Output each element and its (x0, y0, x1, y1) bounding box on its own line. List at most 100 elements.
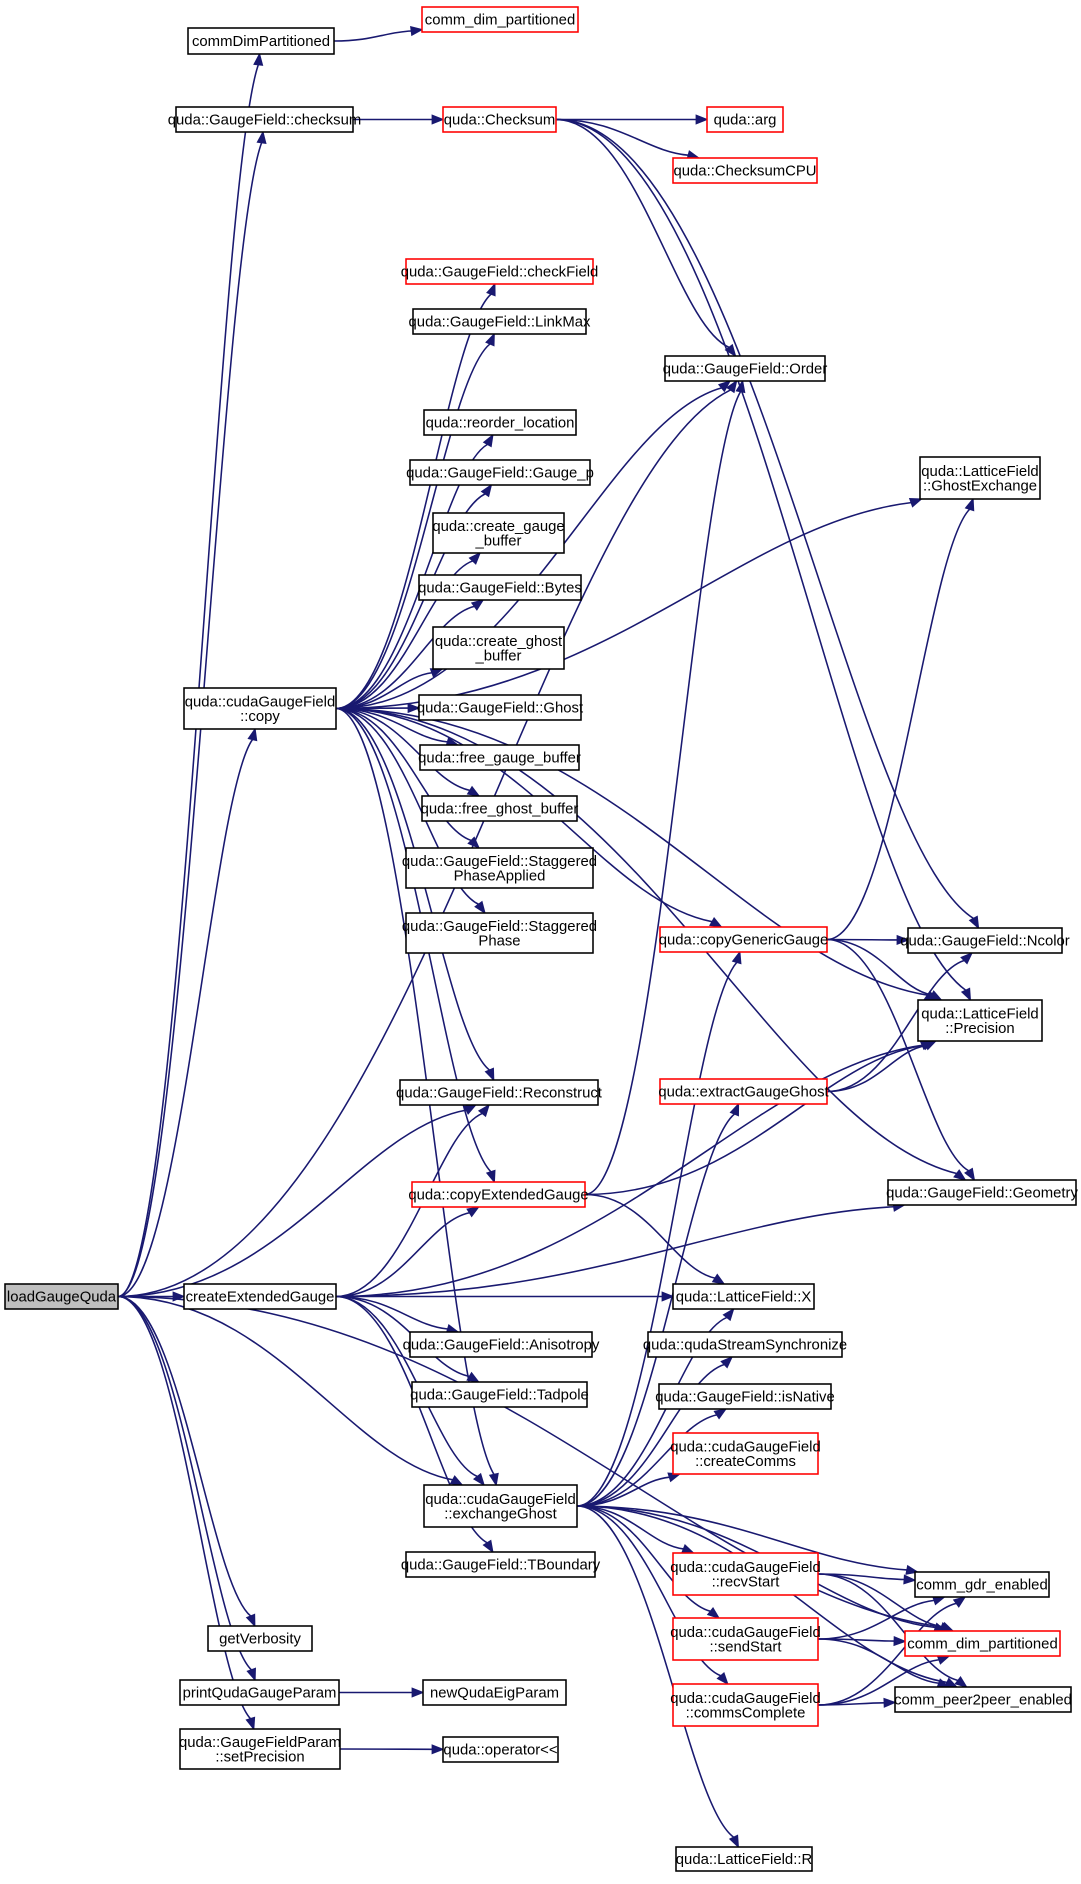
node-label: quda::LatticeField::R (676, 1852, 813, 1868)
arrowhead-createExtendedGauge-to-copyExtendedGauge (466, 1206, 480, 1218)
edge-exchangeGhost-to-sendStart (576, 1505, 711, 1613)
node-free_ghost_buffer[interactable]: quda::free_ghost_buffer (421, 795, 579, 822)
edge-copyGenericGauge-to-GhostExchange (826, 508, 971, 941)
node-Reconstruct[interactable]: quda::GaugeField::Reconstruct (396, 1079, 603, 1106)
edge-Checksum-to-ChecksumCPU (555, 118, 689, 156)
nodes-layer: loadGaugeQuda commDimPartitioned comm_dim_… (4, 6, 1078, 1872)
arrowhead-exchangeGhost-to-recvStart (680, 1544, 695, 1554)
edge-Checksum-to-Ncolor (555, 118, 974, 920)
edge-extractGaugeGhost-to-Precision (826, 1044, 927, 1093)
node-Anisotropy[interactable]: quda::GaugeField::Anisotropy (403, 1331, 600, 1358)
node-R[interactable]: quda::LatticeField::R (675, 1846, 813, 1872)
arrowhead-Checksum-to-Order (724, 343, 737, 358)
arrowhead-exchangeGhost-to-X (722, 1307, 735, 1322)
arrowhead-commsComplete-to-comm_gdr_enabled (952, 1596, 967, 1608)
edge-copy-to-create_ghost_buffer (335, 671, 433, 710)
node-Order[interactable]: quda::GaugeField::Order (663, 355, 828, 382)
edge-loadGaugeQuda-to-Order (117, 389, 731, 1298)
arrowhead-Checksum-to-Precision (960, 987, 972, 1002)
node-label: ::recvStart (712, 1574, 781, 1590)
arrowhead-exchangeGhost-to-R (728, 1834, 740, 1849)
arrowhead-copy-to-exchangeGhost (488, 1472, 499, 1487)
node-Ghost[interactable]: quda::GaugeField::Ghost (417, 694, 584, 721)
node-box (399, 1079, 599, 1106)
node-getVerbosity[interactable]: getVerbosity (207, 1625, 313, 1652)
node-box (672, 1617, 819, 1661)
node-LinkMax[interactable]: quda::GaugeField::LinkMax (409, 308, 591, 335)
edge-commsComplete-to-comm_dim_partitioned_bot (817, 1659, 940, 1706)
node-checkField[interactable]: quda::GaugeField::checkField (401, 258, 599, 285)
node-Precision[interactable]: quda::LatticeField::Precision (917, 999, 1043, 1042)
node-comm_peer2peer_enabled[interactable]: comm_peer2peer_enabled (894, 1686, 1072, 1713)
node-copyExtendedGauge[interactable]: quda::copyExtendedGauge (408, 1181, 589, 1208)
node-label: quda::GaugeField::Bytes (418, 581, 582, 597)
node-sendStart[interactable]: quda::cudaGaugeField::sendStart (670, 1617, 821, 1661)
node-TBoundary[interactable]: quda::GaugeField::TBoundary (401, 1551, 601, 1578)
node-recvStart[interactable]: quda::cudaGaugeField::recvStart (670, 1552, 821, 1596)
node-Bytes[interactable]: quda::GaugeField::Bytes (418, 574, 582, 601)
node-qudaStreamSynchronize[interactable]: quda::qudaStreamSynchronize (643, 1331, 847, 1358)
node-Checksum[interactable]: quda::Checksum (442, 106, 557, 133)
node-comm_dim_partitioned_bot[interactable]: comm_dim_partitioned (904, 1630, 1061, 1657)
node-commDimPartitioned[interactable]: commDimPartitioned (187, 27, 335, 55)
node-GhostExchange[interactable]: quda::LatticeField::GhostExchange (919, 456, 1041, 500)
arrowhead-exchangeGhost-to-qudaStreamSynchronize (720, 1355, 734, 1369)
node-label: quda::GaugeField::LinkMax (409, 315, 591, 331)
node-free_gauge_buffer[interactable]: quda::free_gauge_buffer (418, 744, 581, 771)
node-setPrecision[interactable]: quda::GaugeFieldParam::setPrecision (179, 1728, 341, 1770)
arrowhead-loadGaugeQuda-to-copy (247, 727, 258, 742)
node-Ncolor[interactable]: quda::GaugeField::Ncolor (900, 927, 1070, 954)
node-arg[interactable]: quda::arg (706, 106, 784, 133)
node-ChecksumCPU[interactable]: quda::ChecksumCPU (672, 157, 818, 184)
node-Gauge_p[interactable]: quda::GaugeField::Gauge_p (406, 459, 594, 486)
arrowhead-copy-to-GhostExchange (908, 498, 923, 508)
edge-recvStart-to-comm_dim_partitioned_bot (817, 1573, 944, 1628)
node-create_gauge_buffer[interactable]: quda::create_gauge_buffer (432, 512, 565, 554)
edge-loadGaugeQuda-to-comm_dim_partitioned_bot (117, 1295, 942, 1628)
node-box (405, 847, 594, 889)
arrowhead-recvStart-to-comm_gdr_enabled (903, 1574, 917, 1585)
node-box (919, 456, 1041, 500)
node-Geometry[interactable]: quda::GaugeField::Geometry (886, 1179, 1078, 1206)
node-create_ghost_buffer[interactable]: quda::create_ghost_buffer (432, 626, 565, 670)
node-loadGaugeQuda[interactable]: loadGaugeQuda (4, 1283, 119, 1310)
node-copy[interactable]: quda::cudaGaugeField::copy (183, 687, 337, 730)
node-operator_ll[interactable]: quda::operator<< (442, 1736, 559, 1763)
node-box (405, 258, 594, 285)
edge-sendStart-to-comm_gdr_enabled (817, 1599, 935, 1640)
node-box (917, 999, 1043, 1042)
node-X[interactable]: quda::LatticeField::X (672, 1283, 815, 1310)
node-createComms[interactable]: quda::cudaGaugeField::createComms (670, 1432, 821, 1475)
arrowhead-exchangeGhost-to-copyGenericGauge (731, 950, 742, 965)
node-newQudaEigParam[interactable]: newQudaEigParam (422, 1679, 567, 1706)
node-commsComplete[interactable]: quda::cudaGaugeField::commsComplete (670, 1683, 821, 1727)
node-reorder_location[interactable]: quda::reorder_location (423, 409, 577, 436)
node-comm_gdr_enabled[interactable]: comm_gdr_enabled (914, 1571, 1050, 1598)
node-copyGenericGauge[interactable]: quda::copyGenericGauge (659, 926, 829, 953)
edge-loadGaugeQuda-to-copy (117, 739, 254, 1298)
edge-copy-to-GhostExchange (335, 501, 912, 710)
node-printQudaGaugeParam[interactable]: printQudaGaugeParam (179, 1679, 340, 1706)
node-exchangeGhost[interactable]: quda::cudaGaugeField::exchangeGhost (423, 1484, 578, 1528)
node-label: loadGaugeQuda (7, 1290, 117, 1306)
node-isNative[interactable]: quda::GaugeField::isNative (655, 1383, 835, 1410)
arrowhead-loadGaugeQuda-to-commDimPartitioned (253, 52, 264, 66)
node-Tadpole[interactable]: quda::GaugeField::Tadpole (410, 1381, 589, 1408)
node-checksum[interactable]: quda::GaugeField::checksum (168, 106, 361, 133)
node-box (907, 927, 1063, 954)
edge-loadGaugeQuda-to-printQudaGaugeParam (117, 1295, 252, 1671)
node-box (183, 1283, 337, 1310)
node-createExtendedGauge[interactable]: createExtendedGauge (183, 1283, 337, 1310)
edge-copy-to-StaggeredPhase (335, 707, 479, 905)
node-extractGaugeGhost[interactable]: quda::extractGaugeGhost (658, 1078, 830, 1105)
node-label: ::sendStart (710, 1639, 783, 1655)
arrowhead-commDimPartitioned-to-comm_dim_partitioned_top (410, 26, 424, 37)
edge-createExtendedGauge-to-exchangeGhost (335, 1295, 478, 1478)
arrowhead-exchangeGhost-to-extractGaugeGhost (729, 1102, 740, 1117)
arrowhead-checksum-to-Checksum (431, 114, 445, 125)
node-label: quda::cudaGaugeField (670, 1625, 821, 1641)
node-comm_dim_partitioned_top[interactable]: comm_dim_partitioned (421, 6, 579, 33)
node-label: comm_gdr_enabled (916, 1578, 1047, 1594)
